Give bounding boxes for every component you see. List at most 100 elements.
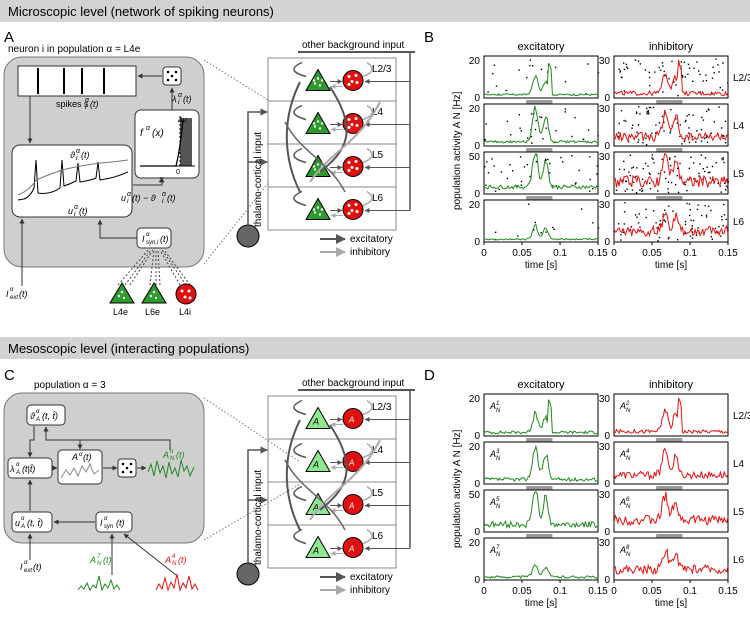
spike-dot: [652, 106, 654, 109]
spike-dot: [696, 208, 699, 211]
spike-dot: [699, 91, 701, 93]
neuron-dot: [347, 161, 351, 164]
inhibitory-population-icon: [342, 494, 364, 515]
spike-dot: [716, 231, 718, 234]
spike-dot: [545, 127, 547, 129]
spike-dot: [632, 124, 634, 126]
spike-dot: [539, 116, 541, 118]
svg-text:I: I: [20, 562, 23, 572]
spike-dot: [523, 166, 526, 168]
spike-dot: [693, 178, 695, 180]
panel-c: population α = 3 ϑ Aα(t, t̂) λ Aα(t|t̂) …: [3, 380, 301, 592]
spike-dot: [721, 158, 723, 160]
spike-dot: [698, 175, 700, 177]
A-alpha-box: [57, 449, 103, 485]
spike-dot: [545, 159, 547, 161]
svg-text:i: i: [127, 198, 129, 205]
svg-text:(t): (t): [103, 555, 112, 565]
spike-dot: [626, 188, 628, 190]
spike-dot: [711, 238, 714, 240]
spike-dot: [646, 113, 648, 115]
spike-dot: [693, 67, 695, 69]
spike-dot: [623, 68, 626, 71]
activity-trace: [614, 396, 729, 435]
spike-dot: [663, 70, 665, 73]
neuron-dot: [350, 166, 354, 169]
activity-trace: [483, 399, 599, 435]
y-tick-label: 30: [599, 152, 611, 163]
plot-frame: [483, 199, 599, 243]
svg-text:A: A: [20, 524, 25, 530]
spike-dot: [695, 234, 698, 236]
spike-dot: [699, 163, 701, 165]
spike-dot: [696, 61, 698, 63]
thalamo-arrow: [247, 108, 268, 225]
spike-dot: [658, 236, 661, 239]
spike-dot: [706, 110, 708, 113]
spike-dot: [646, 111, 648, 113]
spike-dot: [723, 161, 725, 164]
neuron-dot: [312, 122, 316, 125]
spike-dot: [676, 122, 678, 124]
spike-dot: [651, 157, 653, 159]
plot-frame: [613, 151, 729, 195]
y-axis-label: population activity A N [Hz]: [452, 429, 463, 548]
spike-dot: [554, 66, 557, 69]
layer-label: L6: [372, 193, 384, 204]
spike-dot: [560, 156, 562, 159]
svg-text:α: α: [24, 560, 28, 566]
spike-dot: [545, 231, 547, 233]
spike-dot: [535, 160, 538, 163]
svg-text:N: N: [97, 561, 102, 567]
x-tick-label: 0.05: [642, 248, 662, 259]
spike-dot: [520, 180, 523, 183]
spike-dot: [623, 168, 625, 171]
spike-box: [17, 65, 137, 97]
spike-dot: [663, 121, 665, 124]
inh-node-label: A: [348, 416, 354, 425]
series-label-sup: 3: [496, 449, 500, 455]
spike-dot: [629, 154, 632, 156]
series-label-sup: 7: [496, 545, 500, 551]
other-input-label: other background input: [302, 378, 405, 389]
panel-letter-d: D: [424, 367, 435, 384]
spike-dot: [620, 110, 623, 112]
spike-dot: [688, 167, 690, 170]
svg-text:u: u: [15, 518, 20, 528]
exc-node-label: A: [312, 460, 319, 470]
spike-dot: [705, 79, 708, 82]
stimulus-bar: [656, 196, 683, 202]
svg-text:(t|t̂): (t|t̂): [22, 464, 35, 474]
spike-dot: [717, 182, 719, 184]
spike-dot: [530, 135, 532, 138]
spike-dot: [547, 158, 549, 161]
spike-dot: [684, 220, 687, 223]
svg-text:A: A: [162, 450, 169, 460]
stimulus-bar: [526, 438, 553, 444]
spike-dot: [487, 91, 489, 93]
spike-dot: [509, 164, 511, 166]
neuron-dot: [350, 123, 354, 126]
cross-layer-connection: [284, 121, 346, 193]
spike-dot: [634, 59, 637, 61]
svg-text:I: I: [142, 234, 145, 244]
spike-dot: [642, 142, 644, 144]
iext-label: I: [6, 289, 9, 299]
spike-dot: [655, 124, 657, 126]
spike-dot: [648, 71, 650, 74]
spike-dot: [492, 73, 494, 75]
y-tick-label: 30: [599, 538, 611, 549]
svg-text:(t): (t): [178, 555, 187, 565]
bottom-header-bar: [0, 337, 750, 359]
x-axis-label: time [s]: [655, 260, 687, 271]
spike-dot: [621, 179, 624, 182]
neuron-dot: [347, 83, 351, 86]
plot-frame: [483, 489, 599, 533]
svg-text:α: α: [74, 204, 79, 211]
spike-dot: [669, 165, 672, 167]
layer-label: L6: [372, 531, 384, 542]
spike-dot: [661, 115, 664, 118]
spike-dot: [721, 89, 724, 91]
svg-text:ϑ: ϑ: [30, 411, 36, 421]
spike-dot: [662, 91, 664, 93]
